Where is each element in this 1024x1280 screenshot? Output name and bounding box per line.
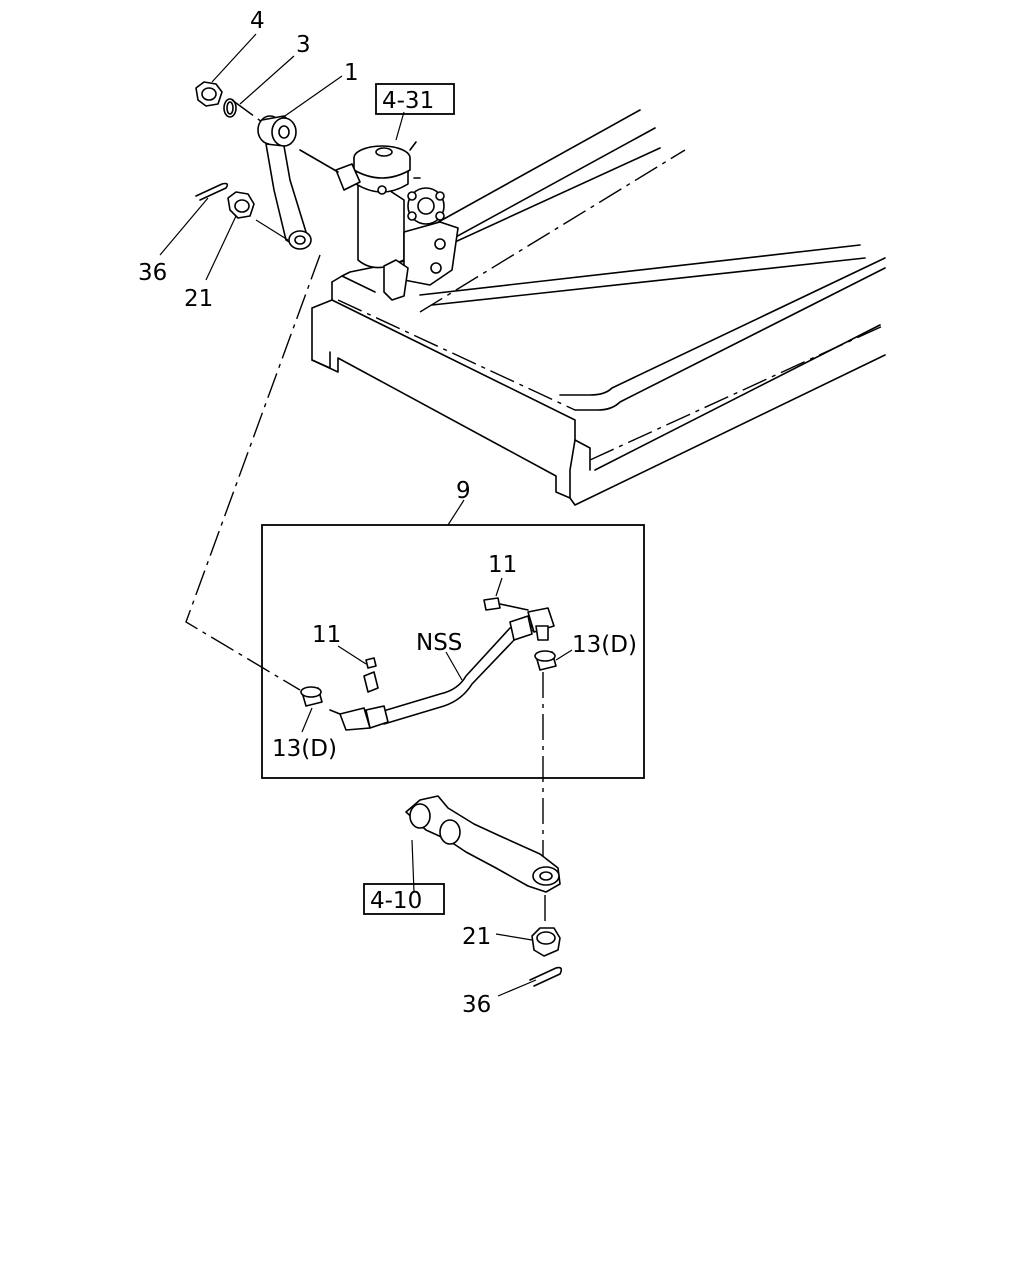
callout-labels: 4 3 1 4-31 36 21 9 11 11 NSS 13(D) 13(D)… (138, 8, 637, 1018)
drag-link-kit-box (261, 499, 645, 779)
callout-part-3: 3 (296, 32, 311, 58)
pitman-arm (257, 115, 312, 250)
knuckle-arm (405, 795, 561, 893)
washer-part-3 (223, 98, 237, 118)
callout-nss: NSS (416, 630, 462, 656)
callout-part-11-upper: 11 (488, 552, 517, 578)
callout-part-36-bottom: 36 (462, 992, 491, 1018)
dust-boot-13d-left (300, 686, 323, 707)
cotter-pin-part-36-bottom (497, 966, 563, 997)
callout-part-13d-left: 13(D) (272, 736, 337, 762)
nut-part-4 (195, 81, 223, 107)
ref-box-4-31 (375, 83, 455, 115)
callout-part-36-top: 36 (138, 260, 167, 286)
drag-link (329, 597, 555, 731)
steering-gear-box (299, 141, 459, 301)
callout-part-9: 9 (456, 478, 471, 504)
nut-part-21-bottom (495, 927, 561, 957)
leader-lines-top (159, 33, 405, 281)
leader-lines-box (301, 577, 573, 733)
nut-part-21-top (227, 191, 255, 219)
dust-boot-13d-right (534, 650, 557, 671)
callout-part-21-top: 21 (184, 286, 213, 312)
callout-part-13d-right: 13(D) (572, 632, 637, 658)
callout-part-1: 1 (344, 60, 359, 86)
cotter-pin-part-36-top (195, 182, 229, 201)
callout-part-4-top: 4 (250, 8, 265, 34)
callout-part-21-bottom: 21 (462, 924, 491, 950)
callout-part-11-lower: 11 (312, 622, 341, 648)
ref-box-4-10 (363, 883, 445, 915)
callout-ref-4-10: 4-10 (370, 888, 422, 914)
callout-ref-4-31: 4-31 (382, 88, 434, 114)
